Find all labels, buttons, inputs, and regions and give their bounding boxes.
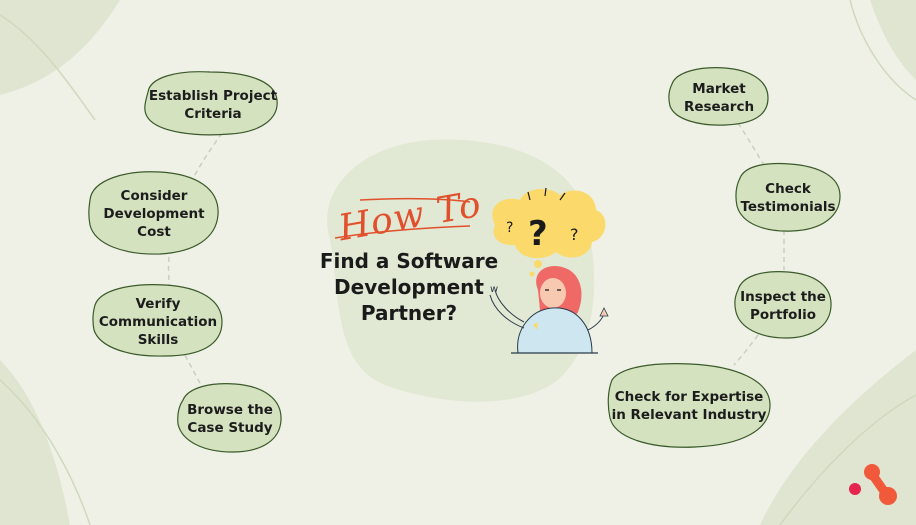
bubble-left-4 — [177, 383, 282, 453]
step-check-testimonials: Check Testimonials — [736, 165, 840, 231]
corner-curve-bottom-right — [779, 394, 916, 525]
step-label: Verify Communication Skills — [98, 295, 218, 348]
page-title: Find a Software Development Partner? — [319, 249, 499, 325]
bubble-right-1 — [668, 67, 769, 126]
bubble-right-4 — [607, 363, 771, 448]
thought-cloud — [492, 188, 606, 259]
thought-dot-small — [529, 271, 535, 277]
step-label: Inspect the Portfolio — [740, 288, 826, 323]
step-establish-criteria: Establish Project Criteria — [148, 76, 278, 134]
face — [540, 278, 566, 308]
corner-blob-bottom-left — [0, 360, 70, 525]
bubble-left-2 — [88, 171, 219, 255]
hand-left-icon: w — [490, 284, 498, 295]
connector-right-3 — [733, 334, 759, 366]
question-mark-icon: ? — [528, 214, 548, 254]
body — [517, 307, 593, 354]
step-browse-case-study: Browse the Case Study — [178, 386, 282, 452]
logo-dot-left — [849, 483, 861, 495]
howto-overline — [359, 197, 471, 203]
hand-right — [599, 307, 609, 317]
sparkle-lines — [527, 187, 566, 201]
step-market-research: Market Research — [669, 70, 769, 126]
corner-curve-bottom-left — [0, 379, 91, 525]
corner-blob-top-right — [870, 0, 916, 80]
bubble-left-1 — [144, 71, 278, 136]
question-mark-small-icon-2: ? — [570, 225, 579, 244]
step-check-expertise: Check for Expertise in Relevant Industry — [608, 364, 770, 447]
step-inspect-portfolio: Inspect the Portfolio — [735, 273, 831, 338]
bubble-right-3 — [734, 271, 832, 339]
corner-curve-top-right — [849, 0, 916, 101]
howto-underline — [334, 225, 471, 239]
step-label: Market Research — [683, 81, 755, 115]
bubble-left-3 — [92, 284, 223, 357]
step-label: Browse the Case Study — [187, 402, 273, 436]
thought-dot — [534, 260, 542, 268]
badge — [533, 322, 538, 330]
bubble-right-2 — [735, 162, 841, 232]
arm-left — [494, 289, 525, 323]
question-mark-small-icon: ? — [506, 220, 513, 236]
step-label: Check for Expertise in Relevant Industry — [611, 388, 767, 423]
step-label: Establish Project Criteria — [148, 88, 278, 122]
step-label: Consider Development Cost — [103, 188, 205, 240]
corner-curve-top-left — [0, 14, 96, 121]
logo-dot-bottom — [879, 487, 897, 505]
connector-right-1 — [737, 122, 765, 166]
arm-left-outline — [489, 294, 525, 329]
step-label: Check Testimonials — [740, 181, 836, 215]
step-verify-communication: Verify Communication Skills — [94, 287, 222, 356]
corner-blob-top-left — [0, 0, 120, 95]
connector-left-1 — [191, 132, 223, 181]
logo-dot-top — [864, 464, 880, 480]
step-consider-cost: Consider Development Cost — [90, 174, 218, 254]
